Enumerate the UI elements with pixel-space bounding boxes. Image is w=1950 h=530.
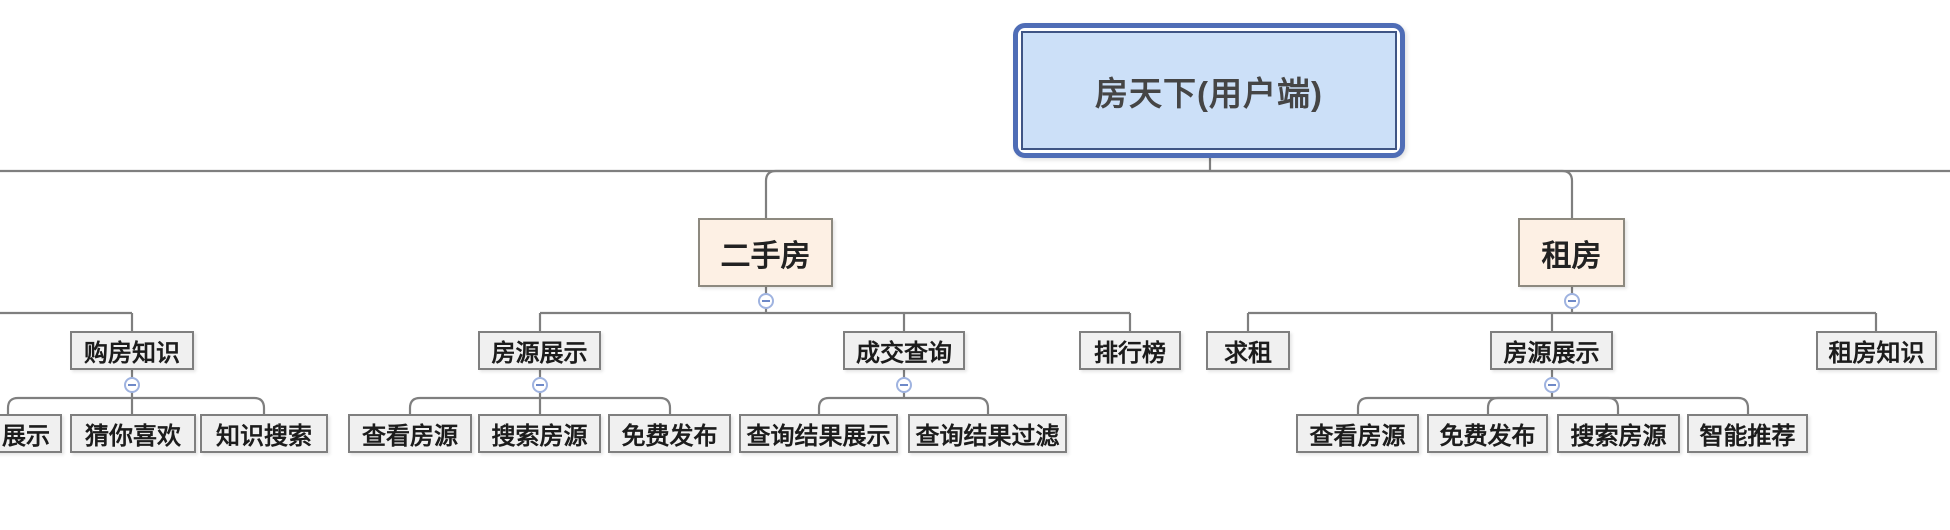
node-root[interactable]: 房天下(用户端) (1013, 23, 1405, 158)
minus-icon (128, 384, 136, 386)
connector (904, 396, 990, 414)
collapse-minus-icon-chengjiao-chaxun[interactable] (896, 377, 912, 393)
node-zhineng-tuijian[interactable]: 智能推荐 (1687, 414, 1808, 453)
node-chakan-fangyuan-ershoufang[interactable]: 查看房源 (348, 414, 472, 453)
connector (6, 396, 132, 414)
node-zhanshi-clipped[interactable]: 展示 (0, 414, 62, 453)
connector (1486, 396, 1552, 414)
collapse-minus-icon-zufang[interactable] (1564, 293, 1580, 309)
connector (1356, 396, 1552, 414)
collapse-minus-icon-goufang-zhishi[interactable] (124, 377, 140, 393)
node-sousuo-fangyuan-ershoufang[interactable]: 搜索房源 (478, 414, 601, 453)
minus-icon (1548, 384, 1556, 386)
node-qiuzu[interactable]: 求租 (1206, 331, 1290, 370)
connector (1552, 396, 1620, 414)
connector (817, 396, 904, 414)
node-chaxun-jieguo-guolv[interactable]: 查询结果过滤 (908, 414, 1067, 453)
node-goufang-zhishi[interactable]: 购房知识 (70, 331, 194, 370)
connector (132, 396, 266, 414)
node-paihangbang[interactable]: 排行榜 (1079, 331, 1181, 370)
connector (1210, 169, 1574, 218)
connector (540, 396, 672, 414)
connector (408, 396, 540, 414)
minus-icon (762, 300, 770, 302)
node-chengjiao-chaxun[interactable]: 成交查询 (843, 331, 965, 370)
minus-icon (1568, 300, 1576, 302)
minus-icon (536, 384, 544, 386)
node-chaxun-jieguo-zhanshi[interactable]: 查询结果展示 (739, 414, 898, 453)
node-sousuo-fangyuan-zufang[interactable]: 搜索房源 (1557, 414, 1680, 453)
node-zufang-zhishi[interactable]: 租房知识 (1816, 331, 1937, 370)
connector (1552, 396, 1750, 414)
connector (764, 169, 1210, 218)
node-root-label: 房天下(用户端) (1021, 31, 1397, 150)
collapse-minus-icon-fangyuan-zhanshi-zufang[interactable] (1544, 377, 1560, 393)
node-fangyuan-zhanshi-zufang[interactable]: 房源展示 (1490, 331, 1613, 370)
node-zhishi-sousuo[interactable]: 知识搜索 (200, 414, 328, 453)
collapse-minus-icon-fangyuan-zhanshi-ershoufang[interactable] (532, 377, 548, 393)
node-fangyuan-zhanshi-ershoufang[interactable]: 房源展示 (478, 331, 601, 370)
node-zufang[interactable]: 租房 (1518, 218, 1625, 287)
collapse-minus-icon-ershoufang[interactable] (758, 293, 774, 309)
node-ershoufang[interactable]: 二手房 (698, 218, 833, 287)
node-cai-ni-xihuan[interactable]: 猜你喜欢 (70, 414, 196, 453)
node-chakan-fangyuan-zufang[interactable]: 查看房源 (1296, 414, 1419, 453)
minus-icon (900, 384, 908, 386)
node-mianfei-fabu-zufang[interactable]: 免费发布 (1427, 414, 1548, 453)
node-mianfei-fabu-ershoufang[interactable]: 免费发布 (608, 414, 731, 453)
